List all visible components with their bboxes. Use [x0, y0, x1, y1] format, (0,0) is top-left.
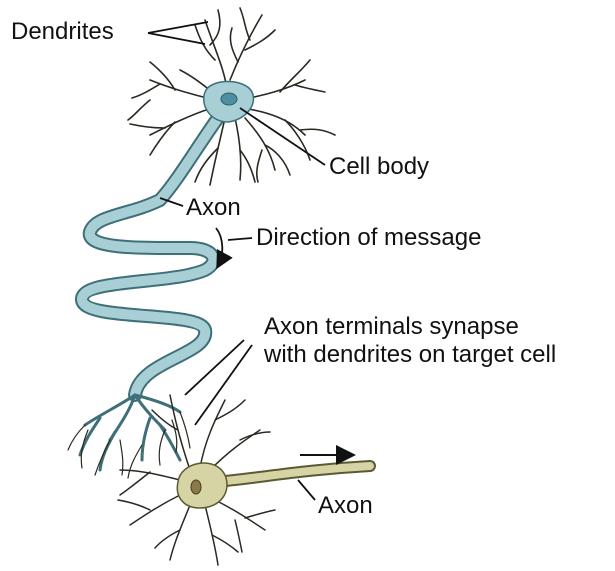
lower-nucleus [191, 480, 201, 494]
axon-lower-leader [298, 480, 315, 500]
cell-body-leader [240, 108, 325, 165]
lower-cell-body [177, 463, 227, 508]
upper-nucleus [221, 93, 237, 105]
direction-label: Direction of message [256, 224, 481, 252]
terminals-label-line2: with dendrites on target cell [264, 341, 556, 369]
axon-upper-label: Axon [186, 194, 241, 222]
dendrites-label: Dendrites [11, 18, 114, 46]
terminals-leader-2 [195, 345, 252, 425]
axon-lower-label: Axon [318, 492, 373, 520]
cell-body-label: Cell body [329, 153, 429, 181]
upper-axon [82, 115, 220, 395]
direction-leader [228, 238, 252, 240]
dendrites-leader [148, 22, 208, 33]
axon-terminals [80, 395, 180, 470]
terminals-label-line1: Axon terminals synapse [264, 313, 519, 341]
